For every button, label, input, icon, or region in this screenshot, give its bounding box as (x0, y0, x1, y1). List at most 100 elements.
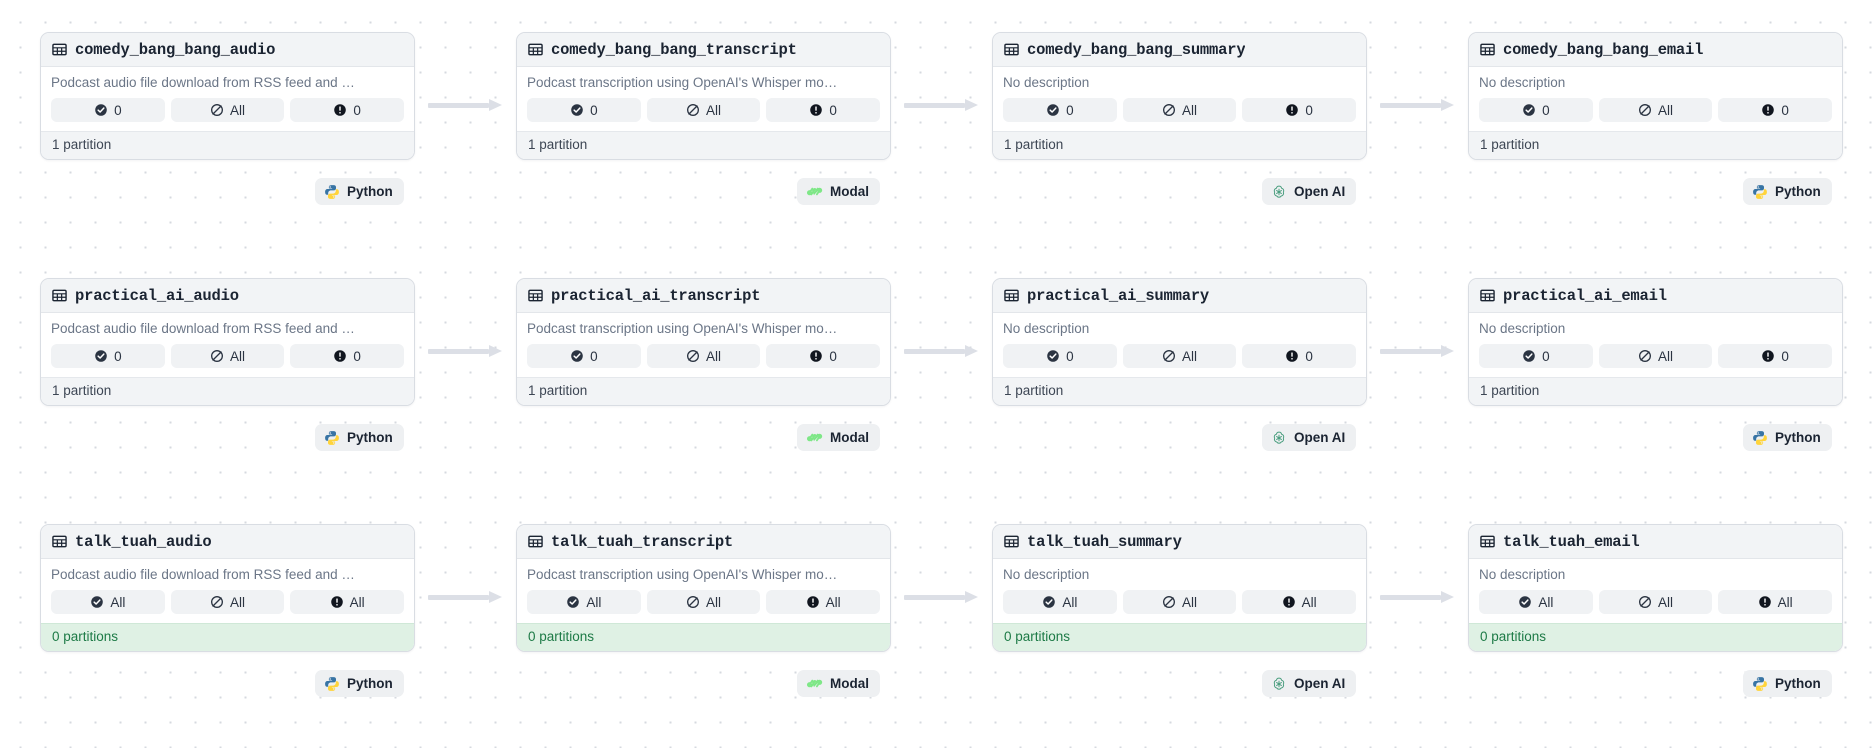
asset-partition-status[interactable]: 1 partition (1469, 377, 1842, 405)
asset-badge-alert-circle[interactable]: All (1718, 590, 1833, 614)
asset-card-header[interactable]: practical_ai_audio (41, 279, 414, 313)
asset-badge-alert-circle[interactable]: 0 (1242, 98, 1357, 122)
asset-badge-alert-circle[interactable]: 0 (766, 344, 881, 368)
asset-partition-status[interactable]: 1 partition (41, 377, 414, 405)
asset-badge-row: 0 All 0 (1479, 344, 1833, 368)
asset-badge-check-circle[interactable]: 0 (1003, 98, 1117, 122)
asset-partition-status[interactable]: 1 partition (993, 131, 1366, 159)
asset-badge-check-circle[interactable]: All (527, 590, 641, 614)
tech-tag[interactable]: Python (315, 178, 404, 205)
asset-card[interactable]: practical_ai_audio Podcast audio file do… (40, 278, 415, 406)
tech-tag[interactable]: Python (1743, 670, 1832, 697)
asset-partition-status[interactable]: 1 partition (41, 131, 414, 159)
tech-tag[interactable]: Modal (797, 178, 880, 205)
asset-badge-check-circle[interactable]: 0 (1479, 98, 1593, 122)
check-circle-icon (1043, 596, 1056, 608)
asset-card[interactable]: practical_ai_summary No description 0 Al… (992, 278, 1367, 406)
asset-name: comedy_bang_bang_summary (1027, 40, 1246, 59)
tech-tag[interactable]: Modal (797, 670, 880, 697)
tech-tag[interactable]: Modal (797, 424, 880, 451)
asset-card[interactable]: comedy_bang_bang_transcript Podcast tran… (516, 32, 891, 160)
asset-badge-check-circle[interactable]: 0 (51, 98, 165, 122)
asset-card[interactable]: talk_tuah_summary No description All All (992, 524, 1367, 652)
asset-card-header[interactable]: talk_tuah_audio (41, 525, 414, 559)
asset-badge-value: 0 (1305, 102, 1313, 118)
asset-card-header[interactable]: talk_tuah_email (1469, 525, 1842, 559)
asset-badge-alert-circle[interactable]: 0 (1718, 344, 1833, 368)
asset-name: practical_ai_summary (1027, 286, 1210, 305)
asset-badge-check-circle[interactable]: 0 (527, 344, 641, 368)
alert-circle-icon (1282, 596, 1295, 608)
asset-badge-check-circle[interactable]: All (1479, 590, 1593, 614)
asset-badge-check-circle[interactable]: All (1003, 590, 1117, 614)
asset-name: talk_tuah_audio (75, 532, 212, 551)
asset-badge-alert-circle[interactable]: 0 (290, 344, 405, 368)
no-entry-icon (1639, 350, 1651, 362)
asset-card-header[interactable]: comedy_bang_bang_summary (993, 33, 1366, 67)
asset-card-header[interactable]: practical_ai_transcript (517, 279, 890, 313)
asset-card-header[interactable]: practical_ai_email (1469, 279, 1842, 313)
asset-card-header[interactable]: comedy_bang_bang_transcript (517, 33, 890, 67)
asset-card[interactable]: talk_tuah_transcript Podcast transcripti… (516, 524, 891, 652)
asset-badge-no-entry[interactable]: All (1598, 590, 1713, 614)
asset-badge-alert-circle[interactable]: All (290, 590, 405, 614)
asset-card[interactable]: talk_tuah_audio Podcast audio file downl… (40, 524, 415, 652)
asset-card[interactable]: comedy_bang_bang_audio Podcast audio fil… (40, 32, 415, 160)
asset-card-body: No description 0 All (993, 313, 1366, 377)
asset-card-header[interactable]: comedy_bang_bang_email (1469, 33, 1842, 67)
asset-badge-no-entry[interactable]: All (1122, 590, 1237, 614)
asset-badge-alert-circle[interactable]: All (766, 590, 881, 614)
asset-badge-alert-circle[interactable]: 0 (766, 98, 881, 122)
asset-badge-no-entry[interactable]: All (170, 344, 285, 368)
asset-description: No description (1003, 567, 1090, 582)
asset-badge-alert-circle[interactable]: 0 (1718, 98, 1833, 122)
tech-tag[interactable]: Python (1743, 178, 1832, 205)
asset-card-header[interactable]: practical_ai_summary (993, 279, 1366, 313)
asset-card-header[interactable]: talk_tuah_transcript (517, 525, 890, 559)
asset-badge-no-entry[interactable]: All (1598, 344, 1713, 368)
asset-partition-status[interactable]: 1 partition (993, 377, 1366, 405)
asset-badge-no-entry[interactable]: All (1122, 344, 1237, 368)
asset-card-header[interactable]: comedy_bang_bang_audio (41, 33, 414, 67)
tech-tag[interactable]: Open AI (1262, 670, 1357, 697)
asset-badge-no-entry[interactable]: All (646, 98, 761, 122)
asset-partition-status[interactable]: 1 partition (517, 377, 890, 405)
asset-badge-check-circle[interactable]: 0 (1479, 344, 1593, 368)
asset-badge-check-circle[interactable]: 0 (1003, 344, 1117, 368)
python-icon (325, 430, 339, 445)
asset-partition-status[interactable]: 0 partitions (41, 623, 414, 651)
asset-card[interactable]: practical_ai_email No description 0 All (1468, 278, 1843, 406)
tech-tag[interactable]: Python (315, 670, 404, 697)
tech-tag[interactable]: Open AI (1262, 178, 1357, 205)
asset-badge-no-entry[interactable]: All (1122, 98, 1237, 122)
asset-badge-alert-circle[interactable]: 0 (1242, 344, 1357, 368)
asset-badge-no-entry[interactable]: All (170, 590, 285, 614)
asset-badge-check-circle[interactable]: 0 (527, 98, 641, 122)
asset-card[interactable]: comedy_bang_bang_email No description 0 … (1468, 32, 1843, 160)
asset-badge-alert-circle[interactable]: 0 (290, 98, 405, 122)
asset-description: Podcast audio file download from RSS fee… (51, 567, 355, 582)
asset-card[interactable]: practical_ai_transcript Podcast transcri… (516, 278, 891, 406)
asset-card-header[interactable]: talk_tuah_summary (993, 525, 1366, 559)
asset-partition-status[interactable]: 1 partition (1469, 131, 1842, 159)
asset-partition-status[interactable]: 0 partitions (993, 623, 1366, 651)
asset-card[interactable]: comedy_bang_bang_summary No description … (992, 32, 1367, 160)
asset-badge-no-entry[interactable]: All (646, 590, 761, 614)
dependency-arrow (428, 591, 502, 603)
asset-badge-check-circle[interactable]: 0 (51, 344, 165, 368)
asset-partition-status[interactable]: 0 partitions (1469, 623, 1842, 651)
tech-tag[interactable]: Open AI (1262, 424, 1357, 451)
asset-badge-check-circle[interactable]: All (51, 590, 165, 614)
tech-tag-label: Modal (830, 184, 869, 199)
asset-partition-status[interactable]: 0 partitions (517, 623, 890, 651)
tech-tag[interactable]: Python (1743, 424, 1832, 451)
asset-partition-status[interactable]: 1 partition (517, 131, 890, 159)
asset-badge-value: All (706, 348, 722, 364)
tech-tag[interactable]: Python (315, 424, 404, 451)
asset-badge-no-entry[interactable]: All (1598, 98, 1713, 122)
asset-badge-no-entry[interactable]: All (646, 344, 761, 368)
asset-badge-alert-circle[interactable]: All (1242, 590, 1357, 614)
asset-card[interactable]: talk_tuah_email No description All All (1468, 524, 1843, 652)
asset-badge-no-entry[interactable]: All (170, 98, 285, 122)
